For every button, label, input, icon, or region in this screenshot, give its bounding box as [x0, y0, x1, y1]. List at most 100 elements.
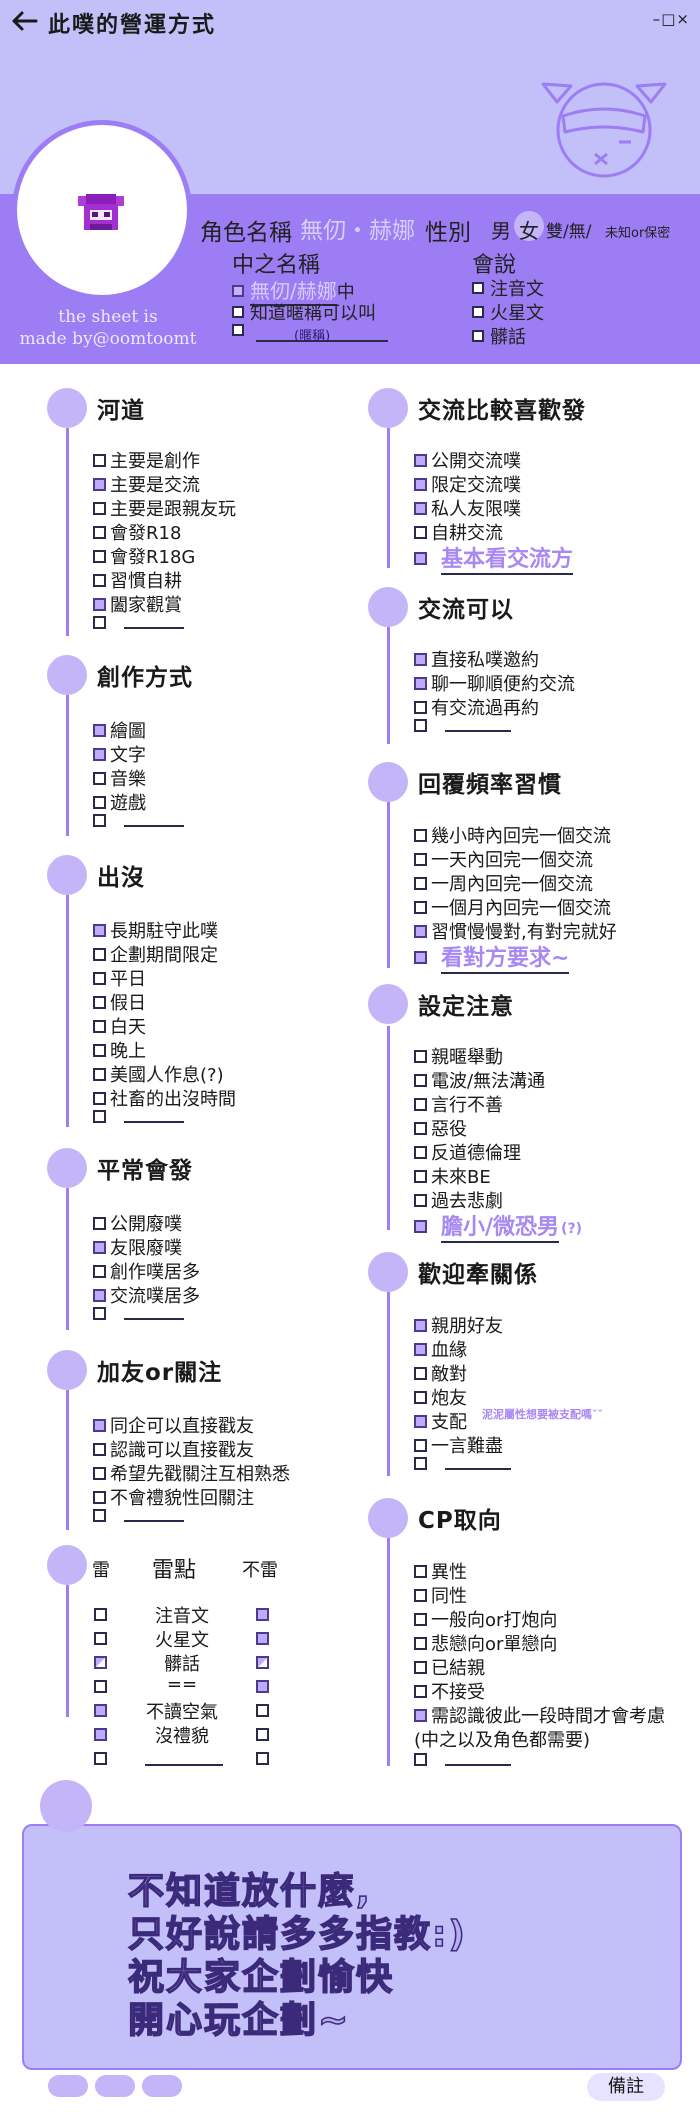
checkbox[interactable] [93, 573, 106, 587]
checklist-item[interactable]: 繪圖 [93, 717, 146, 743]
speaks-checkbox[interactable] [472, 282, 484, 294]
checkbox[interactable] [414, 1636, 427, 1650]
checklist-item[interactable]: 社畜的出沒時間 [93, 1085, 236, 1111]
not-mine-checkbox[interactable] [256, 1728, 269, 1741]
checklist-item[interactable]: 過去悲劇 [414, 1187, 503, 1213]
checkbox[interactable] [414, 676, 427, 690]
checklist-item[interactable]: 一天內回完一個交流 [414, 846, 593, 872]
checklist-item[interactable]: 白天 [93, 1013, 146, 1039]
checkbox[interactable] [414, 525, 427, 539]
checklist-item[interactable]: 聊一聊順便約交流 [414, 670, 575, 696]
checklist-item[interactable]: 同性 [414, 1582, 467, 1608]
checkbox[interactable] [414, 1438, 427, 1452]
checkbox[interactable] [93, 477, 106, 491]
checklist-item[interactable]: 親朋好友 [414, 1312, 503, 1338]
checkbox[interactable] [414, 1169, 427, 1183]
checkbox[interactable] [93, 1466, 106, 1480]
checklist-item[interactable]: 一周內回完一個交流 [414, 870, 593, 896]
checkbox[interactable] [93, 1490, 106, 1504]
nickname-blank-line[interactable] [256, 340, 388, 342]
checklist-item[interactable]: 希望先戳關注互相熟悉 [93, 1460, 290, 1486]
checklist-item[interactable]: 言行不善 [414, 1091, 503, 1117]
checkbox[interactable] [414, 828, 427, 842]
checklist-item[interactable]: 限定交流噗 [414, 471, 521, 497]
checklist-item[interactable]: 不會禮貌性回關注 [93, 1484, 254, 1510]
checkbox[interactable] [93, 1067, 106, 1081]
checkbox[interactable] [414, 1588, 427, 1602]
checklist-blank-item[interactable] [93, 1109, 184, 1123]
checklist-item[interactable]: 晚上 [93, 1037, 146, 1063]
checklist-item[interactable]: 反道德倫理 [414, 1139, 521, 1165]
checkbox[interactable] [414, 700, 427, 714]
checklist-item[interactable]: 炮友 [414, 1384, 467, 1410]
checkbox[interactable] [414, 900, 427, 914]
nickname-checkbox[interactable] [232, 306, 244, 318]
nickname-blank-row[interactable] [232, 324, 250, 336]
checkbox[interactable] [93, 971, 106, 985]
checkbox[interactable] [93, 549, 106, 563]
checklist-item[interactable]: 私人友限噗 [414, 495, 521, 521]
checklist-item[interactable]: 闔家觀賞 [93, 591, 182, 617]
checkbox[interactable] [93, 501, 106, 515]
blank-line[interactable] [124, 1306, 184, 1320]
checklist-item[interactable]: 電波/無法溝通 [414, 1067, 545, 1093]
checkbox[interactable] [414, 1097, 427, 1111]
checklist-item[interactable]: 創作噗居多 [93, 1258, 200, 1284]
checklist-custom-item[interactable]: 膽小/微恐男(?) [414, 1209, 582, 1243]
checkbox[interactable] [414, 1752, 427, 1766]
checklist-item[interactable]: 一言難盡 [414, 1432, 503, 1458]
checklist-item[interactable]: 公開交流噗 [414, 447, 521, 473]
checklist-item[interactable]: 未來BE [414, 1163, 491, 1189]
checkbox[interactable] [414, 551, 427, 565]
checklist-item[interactable]: 同企可以直接戳友 [93, 1412, 254, 1438]
checklist-item[interactable]: 主要是創作 [93, 447, 200, 473]
not-mine-checkbox[interactable] [256, 1680, 269, 1693]
checklist-item[interactable]: 悲戀向or單戀向 [414, 1630, 557, 1656]
not-mine-checkbox[interactable] [256, 1704, 269, 1717]
checklist-item[interactable]: 已結親 [414, 1654, 485, 1680]
checkbox[interactable] [414, 876, 427, 890]
checkbox[interactable] [93, 795, 106, 809]
checkbox[interactable] [93, 453, 106, 467]
checkbox[interactable] [414, 1684, 427, 1698]
checklist-item[interactable]: 主要是跟親友玩 [93, 495, 236, 521]
not-mine-checkbox[interactable] [256, 1656, 269, 1669]
checkbox[interactable] [414, 1660, 427, 1674]
checkbox[interactable] [414, 1145, 427, 1159]
checkbox[interactable] [93, 1306, 106, 1320]
checkbox[interactable] [414, 1366, 427, 1380]
mine-checkbox[interactable] [94, 1632, 107, 1645]
gender-male[interactable]: 男 [491, 219, 511, 243]
checkbox[interactable] [414, 1193, 427, 1207]
checkbox[interactable] [414, 950, 427, 964]
checkbox[interactable] [93, 1508, 106, 1522]
not-mine-checkbox[interactable] [256, 1752, 269, 1765]
checklist-item[interactable]: 習慣慢慢對,有對完就好 [414, 918, 617, 944]
checklist-item[interactable]: 有交流過再約 [414, 694, 539, 720]
role-name-value[interactable]: 無仞・赫娜 [300, 218, 415, 244]
gender-unknown[interactable]: 未知or保密 [605, 226, 671, 241]
speaks-item[interactable]: 髒話 [472, 323, 526, 349]
mine-checkbox[interactable] [94, 1656, 107, 1669]
checklist-item[interactable]: 文字 [93, 741, 146, 767]
blank-line[interactable] [445, 1456, 511, 1470]
checkbox[interactable] [414, 1456, 427, 1470]
checkbox[interactable] [414, 1049, 427, 1063]
page-tab-button[interactable] [142, 2075, 182, 2097]
blank-line[interactable] [124, 615, 184, 629]
blank-line[interactable] [124, 1508, 184, 1522]
checkbox[interactable] [93, 597, 106, 611]
checklist-custom-item[interactable]: 看對方要求~ [414, 940, 570, 974]
back-arrow-icon[interactable] [10, 9, 38, 33]
checkbox[interactable] [93, 1019, 106, 1033]
checklist-item[interactable]: 企劃期間限定 [93, 941, 218, 967]
blank-line[interactable] [445, 1752, 511, 1766]
checkbox[interactable] [93, 771, 106, 785]
checklist-item[interactable]: 不接受 [414, 1678, 485, 1704]
checklist-item[interactable]: 公開廢噗 [93, 1210, 182, 1236]
mine-checkbox[interactable] [94, 1704, 107, 1717]
checklist-item[interactable]: 認識可以直接戳友 [93, 1436, 254, 1462]
checklist-item[interactable]: 會發R18 [93, 519, 181, 545]
middle-name-checkbox[interactable] [232, 284, 244, 297]
checkbox[interactable] [93, 995, 106, 1009]
